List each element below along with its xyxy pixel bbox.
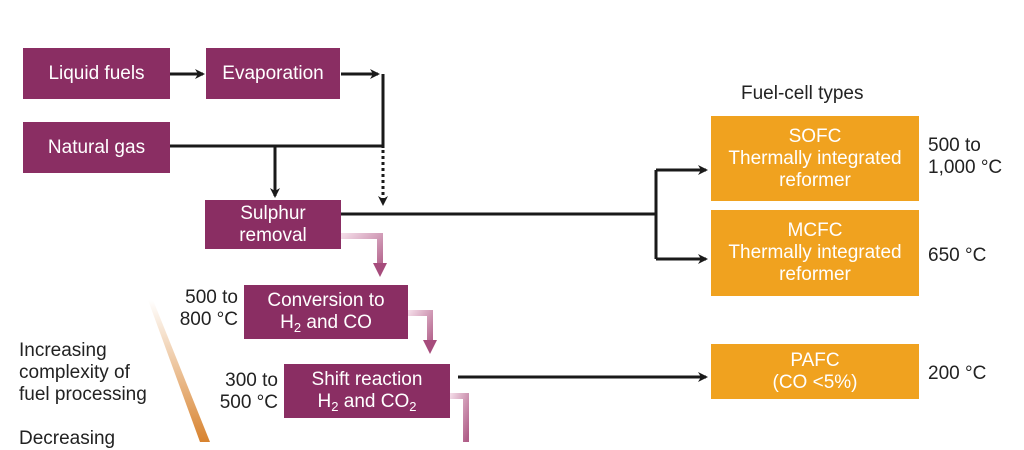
box-evaporation: Evaporation (206, 48, 340, 99)
conversion-line-2: H2 and CO (280, 312, 372, 335)
pafc-title: PAFC (790, 349, 840, 371)
conversion-line-1: Conversion to (267, 290, 385, 311)
box-pafc: PAFC (CO <5%) (711, 344, 919, 399)
step-arrow-shift-down (450, 393, 469, 442)
box-liquid-fuels-label: Liquid fuels (48, 62, 145, 84)
temp-conversion: 500 to 800 °C (179, 287, 238, 330)
mcfc-line-3: reformer (779, 264, 851, 285)
temp-sofc: 500 to 1,000 °C (928, 135, 1003, 178)
temp-shift: 300 to 500 °C (219, 370, 278, 413)
mcfc-line-2: Thermally integrated (728, 242, 902, 263)
sofc-line-2: Thermally integrated (728, 147, 902, 169)
shift-line-2: H2 and CO2 (317, 391, 417, 414)
sofc-title: SOFC (788, 125, 842, 147)
pafc-line-2: (CO <5%) (772, 371, 858, 393)
mcfc-title: MCFC (787, 220, 843, 241)
step-arrow-sulphur-to-conversion (341, 233, 387, 277)
box-sulphur-removal: Sulphur removal (205, 200, 341, 249)
box-natural-gas: Natural gas (23, 122, 170, 173)
complexity-diagonal-arrow (148, 300, 210, 442)
box-mcfc: MCFC Thermally integrated reformer (711, 210, 919, 296)
box-natural-gas-label: Natural gas (47, 136, 146, 158)
box-liquid-fuels: Liquid fuels (23, 48, 170, 99)
temp-pafc: 200 °C (928, 363, 987, 384)
sofc-line-3: reformer (779, 169, 851, 191)
box-evaporation-label: Evaporation (222, 62, 324, 84)
temp-mcfc: 650 °C (928, 245, 987, 266)
complexity-decreasing-text: Decreasing (19, 428, 116, 449)
box-sofc: SOFC Thermally integrated reformer (711, 116, 919, 201)
sulphur-line-2: removal (239, 224, 307, 246)
shift-line-1: Shift reaction (311, 369, 423, 390)
step-arrow-conversion-to-shift (408, 310, 437, 354)
box-conversion: Conversion to H2 and CO (244, 285, 408, 339)
box-shift-reaction: Shift reaction H2 and CO2 (284, 364, 450, 418)
complexity-increasing-text: Increasing complexity of fuel processing (19, 340, 147, 405)
fuel-cell-types-heading: Fuel-cell types (741, 83, 864, 104)
sulphur-line-1: Sulphur (240, 202, 306, 224)
